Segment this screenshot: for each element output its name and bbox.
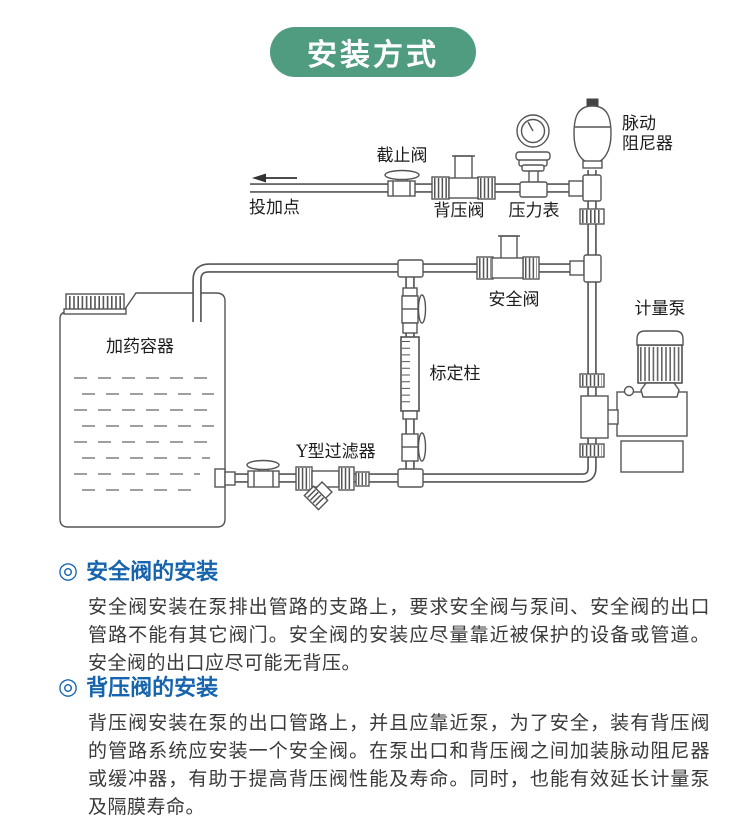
label-stop-valve: 截止阀	[377, 146, 428, 166]
safety-valve	[476, 235, 540, 280]
liquid-level-dashes	[74, 377, 214, 491]
label-injection-point: 投加点	[249, 198, 300, 218]
section-back-pressure-valve: ◎ 背压阀的安装 背压阀安装在泵的出口管路上，并且应靠近泵，为了安全，装有背压阀…	[58, 670, 710, 822]
section-heading-row: ◎ 安全阀的安装	[58, 554, 710, 586]
installation-diagram: 投加点 截止阀 背压阀 压力表 脉动 阻尼器 安全阀 计量泵 标定柱 Y型过滤器…	[59, 98, 688, 528]
tank-outlet-icon	[214, 468, 236, 488]
label-safety-valve: 安全阀	[489, 290, 540, 310]
section-body: 背压阀安装在泵的出口管路上，并且应靠近泵，为了安全，装有背压阀的管路系统应安装一…	[88, 713, 710, 818]
label-dosing-container: 加药容器	[106, 337, 174, 357]
tank-cap-icon	[63, 293, 127, 315]
double-circle-bullet-icon: ◎	[58, 672, 79, 699]
metering-pump	[579, 330, 688, 473]
calibration-column	[397, 259, 427, 488]
riser-union-icon	[579, 208, 605, 225]
pump-motor-icon	[623, 330, 684, 398]
dosing-tank	[59, 292, 226, 528]
pump-union-top-icon	[579, 373, 605, 388]
label-back-pressure-valve: 背压阀	[434, 201, 485, 221]
label-pulse-damper-2: 阻尼器	[622, 134, 673, 154]
tee-middle-icon	[569, 254, 602, 283]
section-safety-valve: ◎ 安全阀的安装 安全阀安装在泵排出管路的支路上，要求安全阀与泵间、安全阀的出口…	[58, 554, 710, 678]
label-y-strainer: Y型过滤器	[295, 442, 375, 462]
label-pulse-damper-1: 脉动	[622, 114, 656, 134]
section-heading: 安全阀的安装	[86, 559, 219, 584]
section-title-badge: 安装方式	[270, 27, 476, 77]
label-metering-pump: 计量泵	[635, 299, 686, 319]
pressure-gauge	[515, 114, 551, 198]
section-title-text: 安装方式	[307, 39, 439, 72]
back-pressure-valve	[431, 155, 496, 200]
section-heading-row: ◎ 背压阀的安装	[58, 670, 710, 702]
label-pressure-gauge: 压力表	[509, 201, 560, 221]
y-strainer	[295, 466, 370, 511]
section-body: 安全阀安装在泵排出管路的支路上，要求安全阀与泵间、安全阀的出口管路不能有其它阀门…	[88, 597, 710, 674]
pulsation-damper	[573, 98, 612, 169]
pump-head-icon	[580, 395, 609, 439]
stop-valve	[384, 169, 420, 197]
tee-top-icon	[568, 174, 602, 202]
flow-arrow-icon	[252, 173, 297, 183]
pump-union-bottom-icon	[579, 443, 605, 458]
double-circle-bullet-icon: ◎	[58, 556, 79, 583]
ball-valve	[246, 459, 280, 488]
section-heading: 背压阀的安装	[86, 675, 219, 700]
label-calibration-column: 标定柱	[430, 364, 481, 384]
